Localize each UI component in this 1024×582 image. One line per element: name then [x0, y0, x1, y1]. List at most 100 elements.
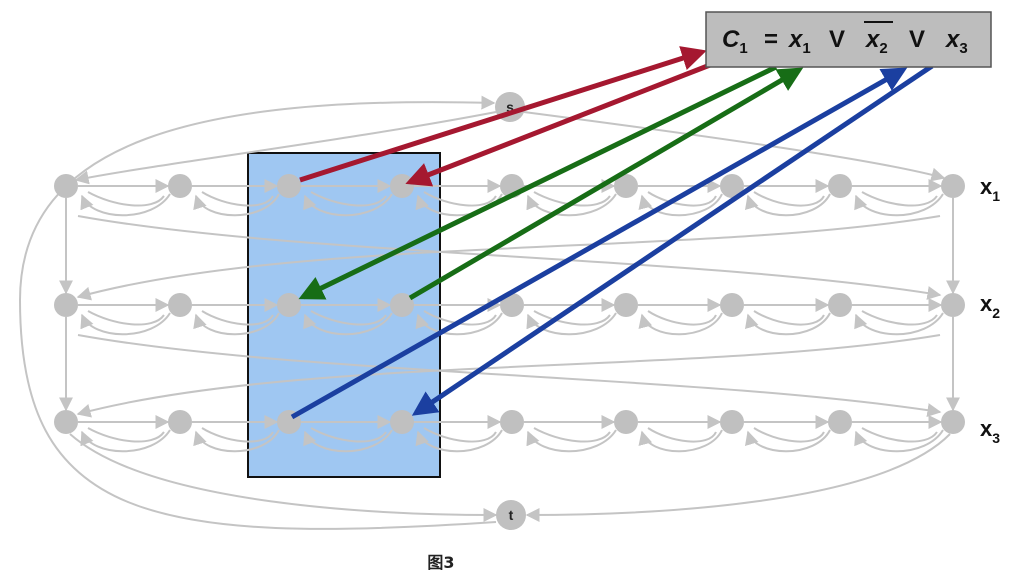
chain-node [54, 174, 78, 198]
cross-edge [77, 334, 942, 418]
chain-node [500, 293, 524, 317]
chain-node [277, 174, 301, 198]
backward-edge [80, 193, 171, 217]
row-label-x2: x2 [980, 291, 1000, 321]
backward-edge [638, 193, 723, 217]
chain-node [720, 293, 744, 317]
backward-edge-inner [861, 191, 938, 207]
chain-node [390, 174, 414, 198]
backward-edge-inner [753, 427, 825, 443]
chain-node [500, 410, 524, 434]
chain-node [168, 174, 192, 198]
clause-literal-3: x3 [944, 26, 968, 57]
chain-node [614, 410, 638, 434]
chain-node [54, 410, 78, 434]
chain-node [390, 410, 414, 434]
clause-box: C1 = x1 V x2 V x3 [705, 11, 992, 68]
chain-node [720, 410, 744, 434]
backward-edge-inner [647, 427, 717, 443]
chain-node [277, 293, 301, 317]
row-label-x1: x1 [980, 174, 1000, 204]
clause-or-2: V [909, 26, 925, 53]
chain-node [941, 410, 965, 434]
backward-edge-inner [201, 191, 274, 207]
backward-edge-inner [533, 427, 611, 443]
backward-edge [303, 312, 393, 336]
backward-edge [303, 193, 393, 217]
backward-edge-inner [87, 310, 165, 326]
sink-edge-left [69, 433, 498, 522]
backward-edge-inner [753, 191, 825, 207]
backward-edge-inner [310, 310, 387, 326]
sink-node-label: t [509, 507, 514, 523]
clause-or-1: V [829, 26, 845, 53]
backward-edge-inner [423, 427, 497, 443]
sink-to-source-edge [18, 95, 497, 530]
backward-edge-inner [87, 427, 165, 443]
chain-node [720, 174, 744, 198]
backward-edge-inner [753, 310, 825, 326]
chain-node [828, 293, 852, 317]
source-edge-right [523, 111, 946, 182]
chain-node [614, 174, 638, 198]
backward-edge-inner [423, 191, 497, 207]
literal3-arrow-in [411, 63, 934, 416]
backward-edge-inner [87, 191, 165, 207]
chain-node [390, 293, 414, 317]
backward-edge [193, 193, 280, 217]
backward-edge-inner [647, 191, 717, 207]
clause-arrows [290, 46, 934, 420]
sink-edge-right [525, 433, 951, 522]
backward-edge-inner [533, 191, 611, 207]
backward-edge-inner [861, 427, 938, 443]
figure-caption: 图3 [427, 553, 454, 572]
backward-edge [526, 429, 617, 453]
chain-node [828, 174, 852, 198]
backward-edge [526, 312, 617, 336]
clause-literal-1: x1 [787, 26, 811, 57]
backward-edge [638, 429, 723, 453]
chain-node [828, 410, 852, 434]
chain-node [54, 293, 78, 317]
backward-edge-inner [647, 310, 717, 326]
cross-edge [76, 334, 941, 418]
backward-edge [193, 312, 280, 336]
backward-edge [854, 429, 944, 453]
literal1-arrow-out [299, 46, 707, 183]
backward-edge [415, 429, 503, 453]
backward-edge-inner [310, 427, 387, 443]
backward-edge [80, 312, 171, 336]
backward-edge [745, 312, 831, 336]
backward-edge [415, 312, 503, 336]
clause-name: C1 [722, 26, 748, 57]
chain-node [168, 293, 192, 317]
cross-edge [77, 215, 942, 300]
variable-chain-edges [18, 95, 960, 530]
literal1-arrow-in [405, 62, 711, 187]
backward-edge-inner [201, 427, 274, 443]
row-label-x3: x3 [980, 416, 1000, 446]
backward-edge [638, 312, 723, 336]
backward-edge [854, 312, 944, 336]
clause-equals: = [764, 26, 778, 53]
chain-node [941, 174, 965, 198]
cross-edge [76, 215, 941, 301]
backward-edge [854, 193, 944, 217]
source-edge-left [74, 111, 497, 185]
variable-chain-nodes [54, 174, 965, 434]
backward-edge [80, 429, 171, 453]
sink-node: t [496, 500, 526, 530]
backward-edge [193, 429, 280, 453]
chain-node [941, 293, 965, 317]
literal2-arrow-in [408, 67, 804, 301]
literal2-arrow-out [298, 64, 778, 300]
backward-edge-inner [201, 310, 274, 326]
backward-edge-inner [423, 310, 497, 326]
backward-edge [745, 193, 831, 217]
chain-node [614, 293, 638, 317]
backward-edge [745, 429, 831, 453]
backward-edge-inner [861, 310, 938, 326]
literal3-arrow-out [290, 67, 908, 420]
clause-literal-2: x2 [864, 26, 888, 57]
